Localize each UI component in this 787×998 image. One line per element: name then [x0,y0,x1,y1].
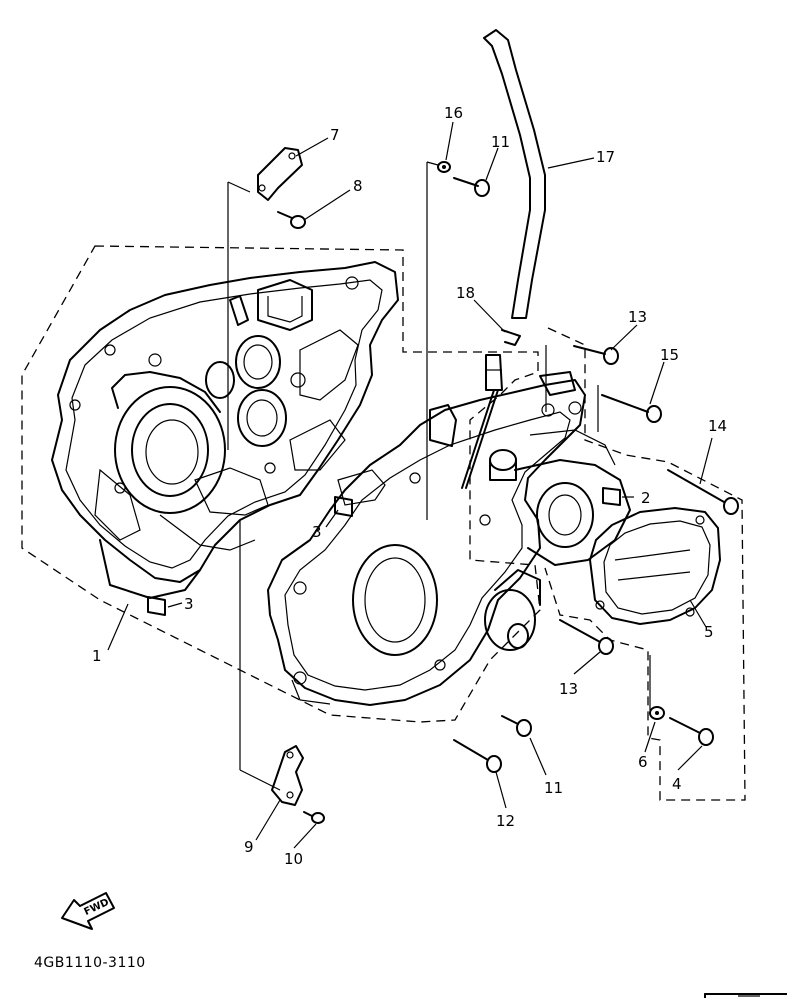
assembly-outline-left-case [21,245,541,723]
dowel-part-3-upper [334,496,353,517]
drawing-code: 4GB1110-3110 [34,955,146,971]
callout-13-lower: 13 [559,680,578,698]
bolt-part-12 [453,739,502,773]
callout-14: 14 [708,417,727,435]
leader-lines [107,121,713,849]
assembly-lines-vertical [227,161,651,791]
callout-3-upper: 3 [312,523,322,541]
callout-2: 2 [641,489,651,507]
screw-part-8 [277,211,306,229]
callout-18: 18 [456,284,475,302]
breather-hose-part-17 [483,29,546,319]
bolt-part-14 [667,469,739,515]
plate-part-7 [257,147,303,201]
callout-labels: 1 2 3 3 4 5 6 7 8 9 10 11 11 12 13 13 14… [92,104,727,868]
callout-12: 12 [496,812,515,830]
callout-10: 10 [284,850,303,868]
callout-6: 6 [638,753,648,771]
callout-4: 4 [672,775,682,793]
dowel-part-2 [602,487,621,506]
callout-1: 1 [92,647,102,665]
bolt-part-13-lower [559,619,614,655]
bolt-part-15 [601,394,662,423]
washer-part-6 [649,706,665,720]
plate-part-9 [271,745,304,806]
callout-17: 17 [596,148,615,166]
dowel-part-3-lower [147,596,166,616]
assembly-outline-right-case [544,327,746,801]
callout-15: 15 [660,346,679,364]
callout-16: 16 [444,104,463,122]
breather-fitting [461,354,503,489]
callout-8: 8 [353,177,363,195]
bolt-part-4 [669,717,714,746]
callout-3-lower: 3 [184,595,194,613]
crankcase-cover-part-5 [589,507,721,625]
callout-5: 5 [704,623,714,641]
callout-11-lower: 11 [544,779,563,797]
right-crankcase-half [267,371,631,706]
callout-13-upper: 13 [628,308,647,326]
bolt-part-13-upper [573,345,619,365]
callout-11-upper: 11 [491,133,510,151]
callout-7: 7 [330,126,340,144]
bolt-part-11-lower [501,715,532,737]
clip-part-18 [501,329,521,346]
left-crankcase-half [51,261,399,599]
callout-9: 9 [244,838,254,856]
fwd-arrow-icon: FWD [61,892,115,930]
washer-part-16 [437,161,451,173]
fwd-label: FWD [82,897,110,918]
bolt-part-11-upper [453,177,490,197]
corner-mark [704,993,787,998]
screw-part-10 [303,811,325,824]
